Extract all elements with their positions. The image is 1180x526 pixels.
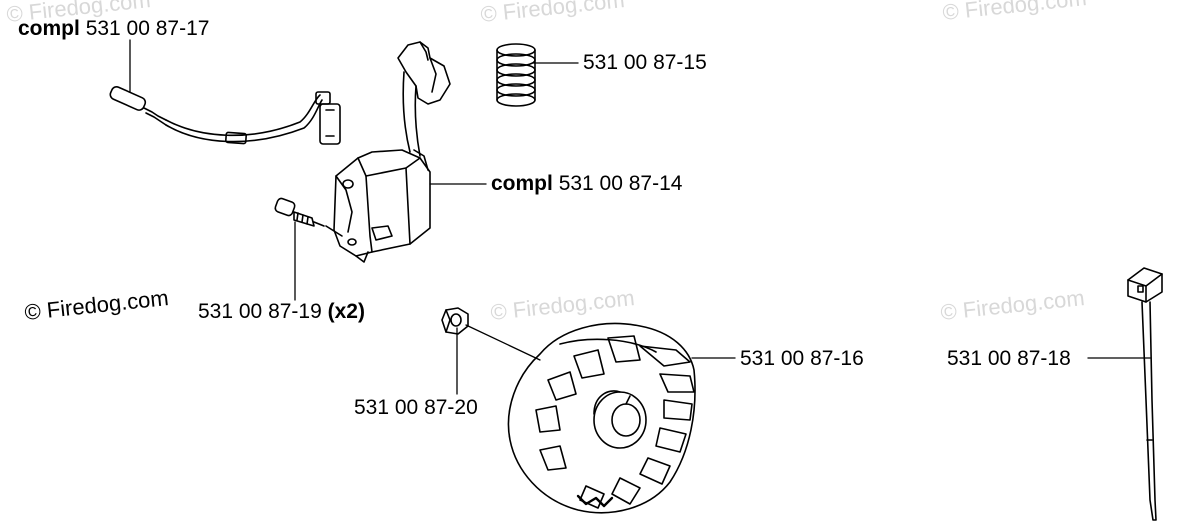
label-part-20-number: 531 00 87-20 xyxy=(354,396,478,419)
label-part-14-number: 531 00 87-14 xyxy=(558,172,683,195)
label-part-18-number: 531 00 87-18 xyxy=(947,347,1071,370)
label-part-17-prefix: compl xyxy=(18,17,80,40)
label-part-14: compl 531 00 87-14 xyxy=(491,172,682,196)
leader-p20-to-nut xyxy=(465,324,541,361)
label-part-18: 531 00 87-18 xyxy=(947,347,1071,371)
screw xyxy=(274,197,343,237)
ignition-module xyxy=(333,41,451,263)
label-part-14-prefix: compl xyxy=(491,172,553,195)
label-part-19-number: 531 00 87-19 xyxy=(198,300,322,323)
nut xyxy=(441,307,469,335)
short-circuit-cable xyxy=(109,85,341,145)
label-part-16-number: 531 00 87-16 xyxy=(740,347,864,370)
flywheel xyxy=(507,322,696,514)
label-part-17: compl 531 00 87-17 xyxy=(18,17,209,41)
label-part-16: 531 00 87-16 xyxy=(740,347,864,371)
label-part-20: 531 00 87-20 xyxy=(354,396,478,420)
label-part-15: 531 00 87-15 xyxy=(583,51,707,75)
cable-tie xyxy=(1127,267,1163,521)
label-part-15-number: 531 00 87-15 xyxy=(583,51,707,74)
label-part-19: 531 00 87-19 (x2) xyxy=(198,300,365,324)
leader-lines xyxy=(129,39,1151,395)
spring xyxy=(496,43,536,107)
label-part-19-suffix: (x2) xyxy=(327,300,365,323)
label-part-17-number: 531 00 87-17 xyxy=(85,17,210,40)
